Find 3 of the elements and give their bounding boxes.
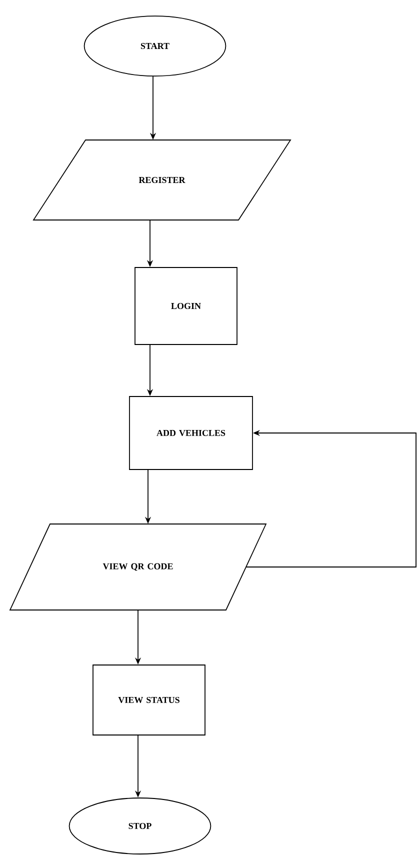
process-box: ADD VEHICLES — [129, 396, 253, 470]
process-box: VIEW STATUS — [92, 664, 206, 736]
process-box: LOGIN — [134, 267, 238, 345]
